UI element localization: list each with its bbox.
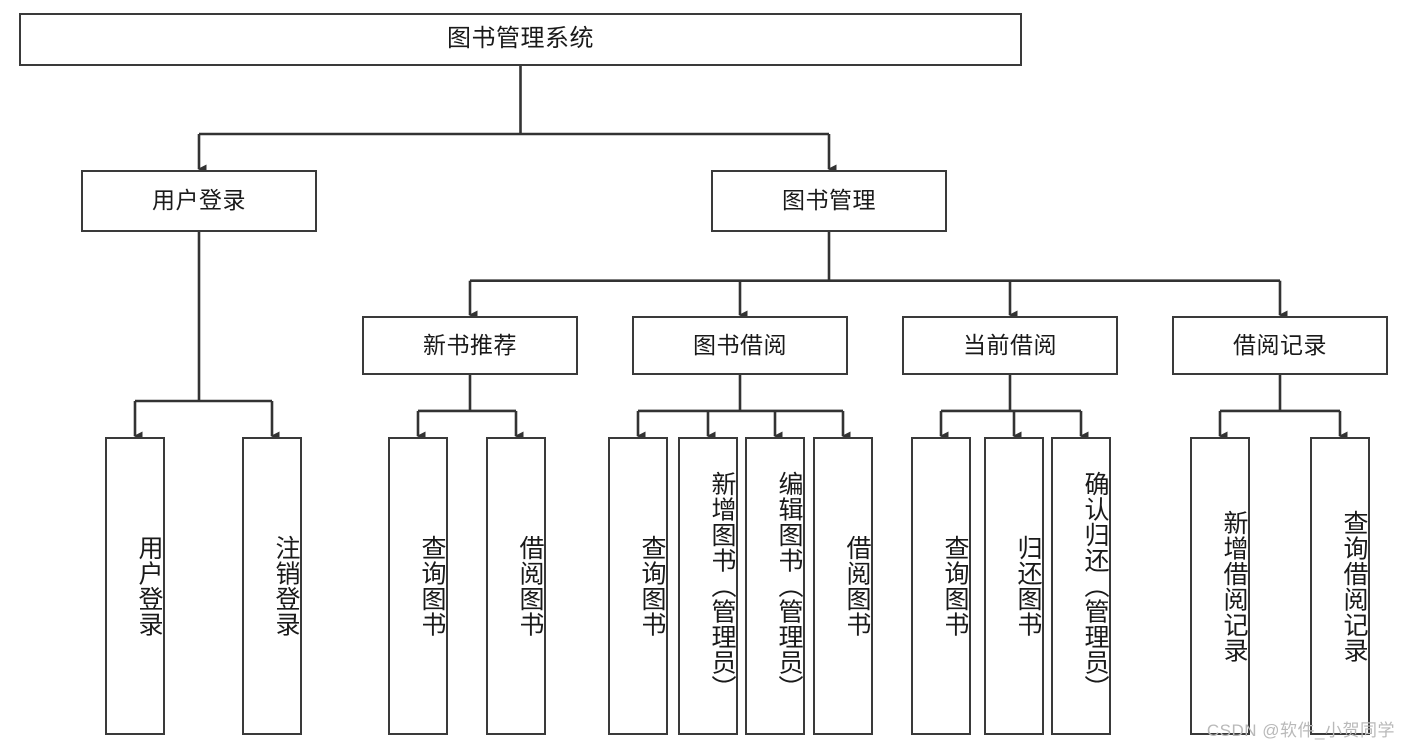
node-label-leaf-add-record: 新增借阅记录 — [1220, 509, 1248, 663]
node-label-borrow-record: 借阅记录 — [1233, 331, 1327, 358]
node-label-leaf-borrow-book-rec: 借阅图书 — [516, 535, 544, 637]
connector-paths — [133, 66, 1348, 441]
node-leaf-add-record[interactable]: 新增借阅记录 — [1190, 437, 1250, 735]
node-leaf-borrow-book-bb[interactable]: 借阅图书 — [813, 437, 873, 735]
node-leaf-user-login[interactable]: 用户登录 — [105, 437, 165, 735]
node-leaf-query-record[interactable]: 查询借阅记录 — [1310, 437, 1370, 735]
node-book-borrow[interactable]: 图书借阅 — [632, 316, 848, 375]
node-label-leaf-query-book-rec: 查询图书 — [418, 535, 446, 637]
node-user-login[interactable]: 用户登录 — [81, 170, 317, 232]
node-label-leaf-user-login: 用户登录 — [135, 535, 163, 637]
node-leaf-add-book[interactable]: 新增图书（管理员） — [678, 437, 738, 735]
node-label-leaf-logout: 注销登录 — [272, 535, 300, 637]
node-leaf-query-book-cb[interactable]: 查询图书 — [911, 437, 971, 735]
node-current-borrow[interactable]: 当前借阅 — [902, 316, 1118, 375]
node-label-root: 图书管理系统 — [447, 25, 594, 53]
node-root[interactable]: 图书管理系统 — [19, 13, 1022, 66]
node-label-leaf-confirm-return: 确认归还（管理员） — [1081, 471, 1109, 701]
node-leaf-query-book-rec[interactable]: 查询图书 — [388, 437, 448, 735]
node-label-user-login: 用户登录 — [152, 187, 246, 214]
node-leaf-edit-book[interactable]: 编辑图书（管理员） — [745, 437, 805, 735]
node-label-leaf-query-record: 查询借阅记录 — [1340, 509, 1368, 663]
node-label-leaf-edit-book: 编辑图书（管理员） — [775, 471, 803, 701]
node-new-book-recommend[interactable]: 新书推荐 — [362, 316, 578, 375]
node-borrow-record[interactable]: 借阅记录 — [1172, 316, 1388, 375]
node-label-leaf-query-book-bb: 查询图书 — [638, 535, 666, 637]
node-label-new-book-recommend: 新书推荐 — [423, 331, 517, 358]
node-leaf-borrow-book-rec[interactable]: 借阅图书 — [486, 437, 546, 735]
node-book-manage[interactable]: 图书管理 — [711, 170, 947, 232]
node-label-leaf-borrow-book-bb: 借阅图书 — [843, 535, 871, 637]
node-label-leaf-add-book: 新增图书（管理员） — [708, 471, 736, 701]
node-label-leaf-return-book: 归还图书 — [1014, 535, 1042, 637]
node-leaf-query-book-bb[interactable]: 查询图书 — [608, 437, 668, 735]
node-leaf-return-book[interactable]: 归还图书 — [984, 437, 1044, 735]
node-label-book-borrow: 图书借阅 — [693, 331, 787, 358]
node-label-current-borrow: 当前借阅 — [963, 331, 1057, 358]
node-leaf-logout[interactable]: 注销登录 — [242, 437, 302, 735]
node-leaf-confirm-return[interactable]: 确认归还（管理员） — [1051, 437, 1111, 735]
node-label-leaf-query-book-cb: 查询图书 — [941, 535, 969, 637]
node-label-book-manage: 图书管理 — [782, 187, 876, 214]
